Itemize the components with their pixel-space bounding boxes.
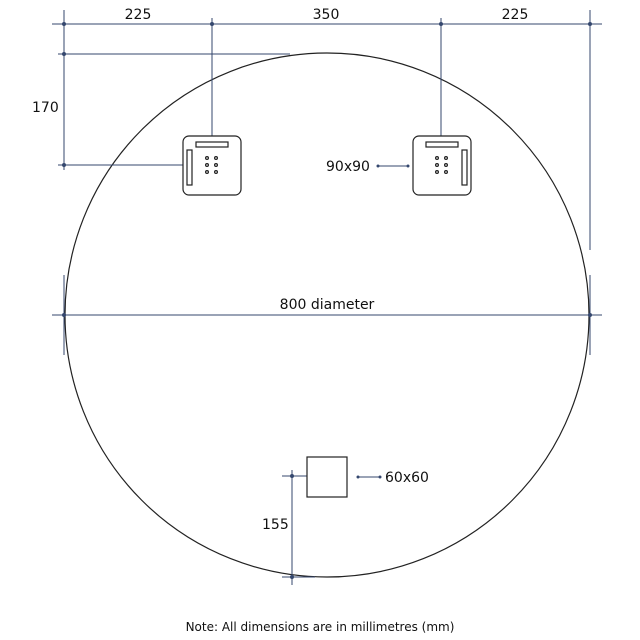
top-dimension-lines [52, 10, 602, 585]
right-bracket [412, 135, 472, 196]
dim-label-bottom-box: 60x60 [385, 470, 429, 486]
dim-label-top-middle: 350 [313, 7, 340, 23]
dim-label-top-right: 225 [502, 7, 529, 23]
dim-label-diameter: 800 diameter [280, 297, 375, 313]
bottom-box [306, 456, 348, 498]
units-note: Note: All dimensions are in millimetres … [186, 620, 455, 634]
dimension-dots [62, 22, 592, 579]
dim-label-top-left: 225 [125, 7, 152, 23]
dim-label-bottom-offset: 155 [262, 517, 289, 533]
dim-label-bracket-offset: 170 [32, 100, 59, 116]
dim-label-bracket-size: 90x90 [326, 159, 370, 175]
left-bracket [182, 135, 242, 196]
